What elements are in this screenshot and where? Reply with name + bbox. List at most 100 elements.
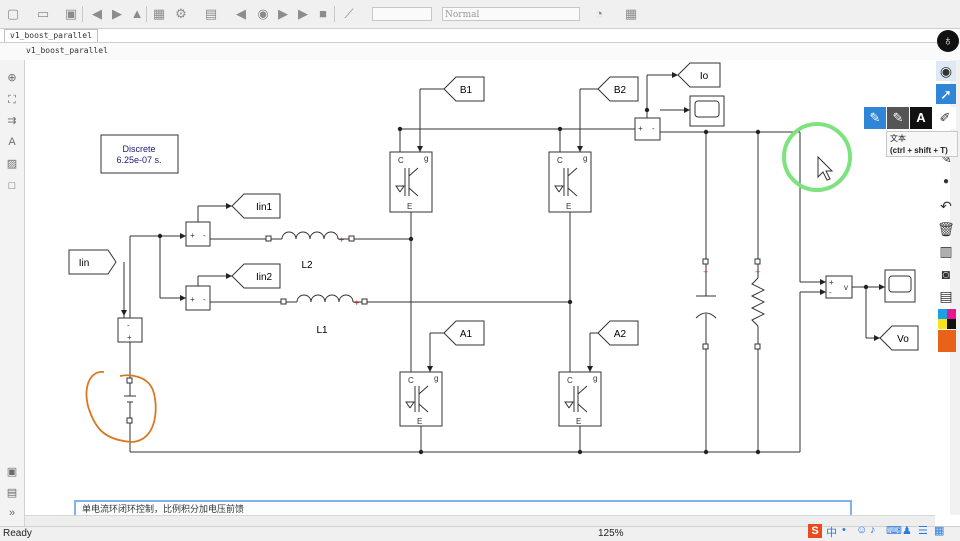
vertical-scrollbar[interactable] bbox=[950, 60, 960, 515]
scope-view-icon[interactable]: ⟋ bbox=[344, 6, 354, 21]
ime-emoji-icon[interactable]: ☺ bbox=[856, 524, 868, 536]
status-bar: Ready 125% bbox=[0, 526, 960, 541]
model-tab[interactable]: v1_boost_parallel bbox=[4, 29, 98, 42]
dot-size-icon[interactable]: ● bbox=[942, 176, 950, 187]
inductor-l1[interactable] bbox=[296, 294, 354, 303]
scope-vo[interactable] bbox=[884, 269, 916, 303]
zoom-level[interactable]: 125% bbox=[598, 528, 624, 539]
igbt-a1[interactable] bbox=[399, 371, 443, 427]
igbt-a2-g: g bbox=[593, 374, 597, 383]
horizontal-scrollbar[interactable] bbox=[25, 515, 935, 526]
color-swatch-yellow[interactable] bbox=[938, 319, 947, 329]
color-swatch-black[interactable] bbox=[947, 319, 956, 329]
dc-voltage-source[interactable] bbox=[124, 383, 136, 418]
color-swatch-magenta[interactable] bbox=[947, 309, 956, 319]
library-browser-icon[interactable]: ▦ bbox=[152, 6, 166, 21]
save-icon[interactable]: ▣ bbox=[64, 6, 78, 21]
up-arrow-icon[interactable]: ▲ bbox=[130, 6, 144, 21]
pin-icon[interactable]: ♁ bbox=[937, 30, 959, 52]
igbt-a2[interactable] bbox=[558, 371, 602, 427]
current-meter-2[interactable] bbox=[185, 285, 211, 311]
area-icon[interactable]: □ bbox=[8, 180, 16, 192]
powergui-block[interactable] bbox=[100, 134, 179, 174]
step-back-icon[interactable]: ◀ bbox=[236, 6, 246, 21]
grid-options-icon[interactable]: ▦ bbox=[624, 6, 638, 21]
signal-routing-icon[interactable]: ⇉ bbox=[7, 115, 17, 127]
current-meter-1[interactable] bbox=[185, 221, 211, 247]
forward-arrow-icon[interactable]: ▶ bbox=[112, 6, 122, 21]
output-current-meter[interactable] bbox=[634, 117, 661, 141]
pen-marker-icon[interactable]: ✎ bbox=[887, 107, 909, 129]
eraser-icon[interactable]: ✐ bbox=[934, 107, 956, 129]
scope-io[interactable] bbox=[689, 95, 725, 127]
fit-view-icon[interactable]: ⛶ bbox=[8, 94, 16, 106]
ime-logo-icon[interactable]: S bbox=[808, 524, 822, 538]
breadcrumb-model[interactable]: v1_boost_parallel bbox=[26, 46, 108, 55]
hide-browser-icon[interactable]: ▤ bbox=[6, 487, 18, 499]
voltage-meter[interactable] bbox=[825, 275, 853, 299]
stop-icon[interactable]: ■ bbox=[319, 6, 327, 21]
model-advisor-icon[interactable]: ◔ bbox=[595, 6, 603, 21]
annotation-icon[interactable]: A bbox=[8, 136, 16, 148]
step-forward-icon[interactable]: ▶ bbox=[298, 6, 308, 21]
model-browser-icon[interactable]: ▣ bbox=[6, 466, 18, 478]
model-canvas[interactable]: Discrete 6.25e-07 s. B1 B2 A1 A2 Io Iin1… bbox=[25, 60, 950, 515]
input-current-meter[interactable] bbox=[117, 317, 143, 343]
igbt-b2[interactable] bbox=[548, 151, 592, 213]
goto-iin1[interactable] bbox=[231, 193, 281, 219]
simulation-mode-select[interactable]: Normal bbox=[442, 7, 580, 21]
goto-b2-label: B2 bbox=[614, 85, 627, 96]
color-swatch-orange[interactable] bbox=[938, 330, 956, 352]
run-icon[interactable]: ▶ bbox=[278, 6, 288, 21]
ime-settings-icon[interactable]: ☰ bbox=[918, 525, 928, 537]
from-iin[interactable] bbox=[68, 249, 117, 275]
goto-a1[interactable] bbox=[443, 320, 485, 346]
stop-time-field[interactable] bbox=[372, 7, 432, 21]
step-icon[interactable]: ◉ bbox=[257, 6, 269, 21]
goto-b1[interactable] bbox=[443, 76, 485, 102]
highlighter-icon[interactable]: ✎ bbox=[940, 150, 952, 166]
model-diagram: Discrete 6.25e-07 s. B1 B2 A1 A2 Io Iin1… bbox=[68, 62, 919, 455]
back-arrow-icon[interactable]: ◀ bbox=[92, 6, 102, 21]
ime-voice-icon[interactable]: ♪ bbox=[870, 524, 876, 536]
text-tool-icon[interactable]: A bbox=[910, 107, 932, 129]
pen-thin-icon[interactable]: ✎ bbox=[864, 107, 886, 129]
settings-gear-icon[interactable]: ⚙ bbox=[175, 6, 187, 21]
ime-menu-icon[interactable]: ▦ bbox=[934, 525, 945, 537]
goto-io[interactable] bbox=[677, 62, 721, 88]
undo-icon[interactable]: ↶ bbox=[940, 198, 952, 214]
goto-iin2[interactable] bbox=[231, 263, 281, 289]
goto-a2-label: A2 bbox=[614, 329, 627, 340]
new-model-icon[interactable]: ▢ bbox=[6, 6, 20, 21]
igbt-b1[interactable] bbox=[389, 151, 433, 213]
meter-in-minus: - bbox=[127, 321, 130, 330]
vmeter-v: v bbox=[844, 283, 848, 292]
zoom-icon[interactable]: ⊕ bbox=[7, 72, 17, 84]
ime-language[interactable]: 中 bbox=[826, 527, 837, 539]
eye-icon[interactable]: ◉ bbox=[936, 61, 956, 81]
select-arrow-icon[interactable]: ➚ bbox=[936, 84, 956, 104]
goto-vo[interactable] bbox=[879, 325, 919, 351]
left-palette: ⊕ ⛶ ⇉ A ▨ □ ▣ ▤ » bbox=[0, 60, 25, 530]
clear-icon[interactable]: ▥ bbox=[939, 243, 953, 259]
control-note[interactable]: 单电流环闭环控制，比例积分加电压前馈 bbox=[74, 500, 852, 516]
inductor-l2[interactable] bbox=[281, 231, 339, 240]
status-text: Ready bbox=[3, 528, 32, 539]
ime-shirt-icon[interactable]: ♟ bbox=[902, 525, 912, 537]
cursor-highlight-circle bbox=[782, 122, 852, 192]
ime-punct-icon[interactable]: • bbox=[842, 524, 846, 536]
camera-icon[interactable]: ◙ bbox=[941, 266, 951, 282]
goto-b2[interactable] bbox=[597, 76, 639, 102]
model-explorer-icon[interactable]: ▤ bbox=[204, 6, 218, 21]
clipboard-icon[interactable]: ▤ bbox=[939, 288, 953, 304]
image-icon[interactable]: ▨ bbox=[6, 158, 18, 170]
color-swatch-blue[interactable] bbox=[938, 309, 947, 319]
ime-keyboard-icon[interactable]: ⌨ bbox=[886, 525, 902, 537]
goto-a2[interactable] bbox=[597, 320, 639, 346]
open-folder-icon[interactable]: ▭ bbox=[36, 6, 50, 21]
igbt-b1-g: g bbox=[424, 154, 428, 163]
meter1-plus: + bbox=[190, 231, 195, 240]
trash-icon[interactable]: 🗑 bbox=[937, 221, 955, 237]
collapse-icon[interactable]: » bbox=[8, 507, 16, 519]
igbt-a1-c: C bbox=[408, 376, 414, 385]
